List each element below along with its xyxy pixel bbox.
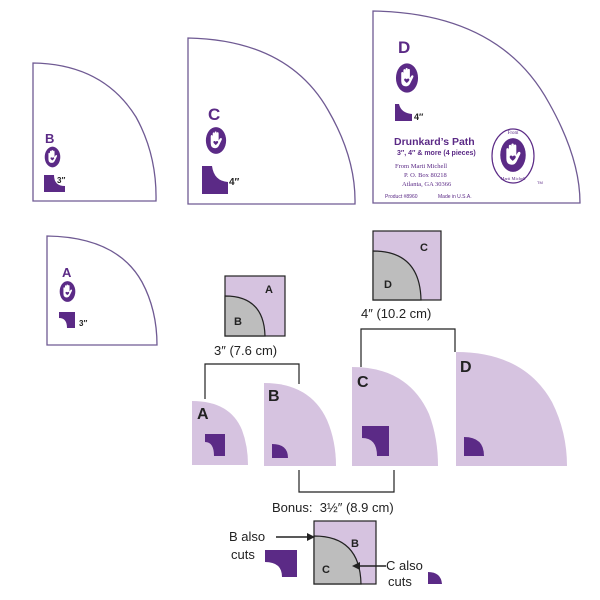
block-bonus-label-c: C [322, 564, 330, 576]
callout-b-also-cuts: B also cuts [229, 529, 315, 577]
seal-bottom-text: Marti Michell [500, 176, 526, 181]
template-d: D 4″ Drunkard’s Path 3″, 4″ & more (4 pi… [372, 10, 581, 204]
piece-a-label: A [197, 406, 209, 423]
bonus-label: Bonus: 3½″ (8.9 cm) [272, 500, 394, 515]
block-3-inch: A B [224, 275, 286, 337]
hand-logo-icon [59, 281, 76, 302]
block-4-label-d: D [384, 279, 392, 291]
template-d-address2: Atlanta, GA 30366 [402, 181, 452, 188]
template-a: A 3″ [46, 235, 158, 346]
size-label-4-inch: 4″ (10.2 cm) [361, 306, 431, 321]
template-c: C 4″ [187, 37, 356, 205]
piece-c-label: C [357, 374, 369, 391]
template-d-subtitle: 3″, 4″ & more (4 pieces) [397, 150, 476, 157]
piece-c: C [352, 367, 438, 466]
template-d-from: From Marti Michell [395, 163, 447, 170]
seal-tm: TM [537, 180, 543, 185]
template-d-made-in: Made in U.S.A. [438, 194, 472, 200]
template-d-title: Drunkard’s Path [394, 136, 475, 148]
template-c-size: 4″ [229, 177, 240, 188]
corner-shape-icon [205, 434, 225, 456]
template-d-size: 4″ [414, 112, 424, 122]
corner-shape-icon [202, 166, 228, 194]
template-a-letter: A [62, 265, 72, 280]
template-d-product: Product #8960 [385, 194, 418, 200]
template-c-letter: C [208, 105, 220, 124]
template-a-size: 3″ [79, 319, 87, 328]
template-b: B 3″ [32, 62, 157, 202]
quarter-circle-icon [464, 437, 484, 456]
piece-d: D [456, 352, 567, 466]
corner-shape-icon [265, 550, 297, 577]
hand-logo-icon [500, 138, 526, 172]
block-3-label-a: A [265, 284, 273, 296]
callout-c-also-cuts: C also cuts [352, 558, 442, 589]
template-d-letter: D [398, 38, 410, 57]
block-bonus: B C [313, 520, 377, 585]
hand-logo-icon [395, 63, 419, 93]
block-3-label-b: B [234, 316, 242, 328]
hand-logo-icon [44, 146, 61, 168]
c-also-line1: C also [386, 558, 423, 573]
piece-d-label: D [460, 359, 472, 376]
quarter-circle-icon [428, 572, 442, 584]
template-b-size: 3″ [57, 176, 65, 185]
b-also-line1: B also [229, 529, 265, 544]
piece-b-label: B [268, 388, 280, 405]
brand-seal: From Marti Michell TM [491, 128, 543, 185]
quarter-circle-icon [272, 444, 288, 458]
hand-logo-icon [205, 127, 227, 154]
c-also-line2: cuts [388, 574, 412, 589]
template-b-letter: B [45, 131, 54, 146]
piece-b: B [264, 383, 336, 466]
bracket-3-inch [204, 363, 300, 399]
template-d-address1: P. O. Box 80218 [404, 172, 447, 179]
size-label-3-inch: 3″ (7.6 cm) [214, 343, 277, 358]
b-also-line2: cuts [231, 547, 255, 562]
bracket-bonus [298, 470, 395, 493]
corner-shape-icon [362, 426, 389, 456]
seal-top-text: From [508, 131, 519, 136]
corner-shape-icon [59, 312, 75, 328]
block-bonus-label-b: B [351, 538, 359, 550]
bracket-4-inch [360, 328, 456, 367]
block-4-inch: C D [372, 230, 442, 301]
corner-shape-icon [395, 104, 412, 121]
corner-shape-icon [44, 175, 65, 192]
piece-a: A [192, 401, 248, 465]
block-4-label-c: C [420, 242, 428, 254]
